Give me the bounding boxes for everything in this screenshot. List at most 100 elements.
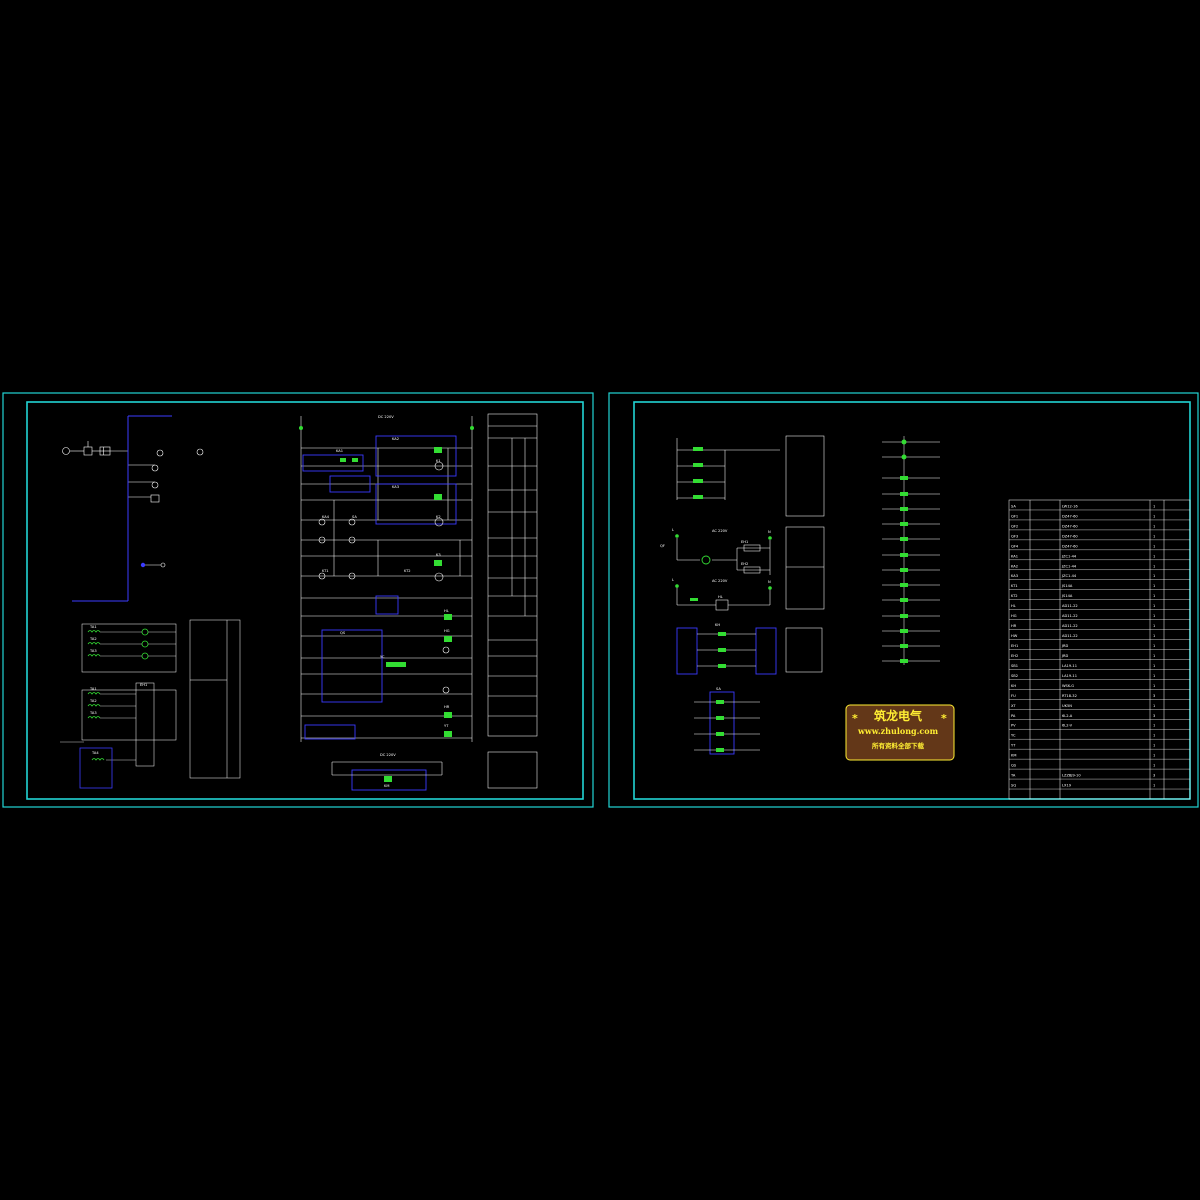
- misc-label: HG: [444, 629, 450, 633]
- bom-cell: KM: [1011, 754, 1016, 758]
- bom-cell: 6L2-V: [1062, 724, 1073, 728]
- circuit-function-table: [487, 413, 538, 789]
- heater-lamp: [701, 555, 711, 565]
- bom-cell: 1: [1153, 644, 1155, 648]
- bom-cell: PV: [1011, 724, 1016, 728]
- dc-positive-node: [299, 426, 303, 430]
- bom-cell: 1: [1153, 624, 1155, 628]
- bom-cell: 1: [1153, 654, 1155, 658]
- bom-cell: LZZBJ9-10: [1062, 774, 1081, 778]
- bom-cell: 1: [1153, 664, 1155, 668]
- bom-cell: AD11-22: [1062, 614, 1078, 618]
- bom-cell: TA: [1010, 774, 1016, 778]
- bom-cell: 1: [1153, 514, 1155, 518]
- bom-cell: 1: [1153, 554, 1155, 558]
- misc-label: HL: [444, 609, 449, 613]
- module-contacts: [716, 632, 726, 752]
- bom-cell: YT: [1011, 744, 1016, 748]
- relay-label: K3: [436, 553, 441, 557]
- bom-cell: JS14A: [1061, 594, 1073, 598]
- misc-label: YT: [444, 724, 449, 728]
- bom-cell: 3: [1153, 774, 1155, 778]
- ct-label: TA1: [89, 687, 97, 691]
- terminal-label: L: [672, 578, 674, 582]
- terminal-label: N: [768, 580, 771, 584]
- terminal-label: QF: [660, 544, 665, 548]
- bom-cell: KH: [1011, 684, 1016, 688]
- terminal-modules: [676, 627, 777, 755]
- bom-cell: 1: [1153, 544, 1155, 548]
- ground-node: [140, 562, 146, 568]
- bom-cell: HW: [1011, 634, 1018, 638]
- bom-cell: 1: [1153, 524, 1155, 528]
- dc-voltage-label-top: DC 220V: [378, 415, 394, 419]
- misc-label: EH1: [140, 683, 147, 687]
- ct-label: TA3: [89, 649, 97, 653]
- bom-cell: LA19-11: [1062, 674, 1077, 678]
- bom-cell: KA3: [1011, 574, 1018, 578]
- bom-cell: DZ47-60: [1062, 544, 1078, 548]
- bom-cell: 1: [1153, 594, 1155, 598]
- misc-label: KM: [384, 784, 389, 788]
- relay-label: KA2: [392, 437, 399, 441]
- bom-cell: 1: [1153, 734, 1155, 738]
- bom-cell: DZ47-60: [1062, 534, 1078, 538]
- bom-cell: SB1: [1011, 664, 1018, 668]
- ct-group-1: TA1 TA2 TA3: [81, 623, 177, 673]
- bom-cell: 1: [1153, 704, 1155, 708]
- bom-cell: SA: [1011, 504, 1016, 508]
- dc-negative-node: [470, 426, 474, 430]
- relay-label: K1: [436, 459, 441, 463]
- bom-cell: 1: [1153, 504, 1155, 508]
- bom-cell: DZ47-60: [1062, 524, 1078, 528]
- right-sheet: AC 220V AC 220V L N L N EH1 EH2 HL KH SA: [608, 392, 1199, 808]
- terminal-label: HL: [718, 595, 723, 599]
- bom-cell: AD11-22: [1062, 604, 1078, 608]
- left-sheet: TA1 TA2 TA3 TA1 TA2 TA3 TA4: [2, 392, 594, 808]
- bom-cell: EH1: [1011, 644, 1018, 648]
- relay-boxes: [302, 435, 457, 791]
- dc-voltage-label-bottom: DC 220V: [380, 753, 396, 757]
- bom-cell: 6L2-A: [1062, 714, 1073, 718]
- watermark-star-right: *: [941, 712, 947, 725]
- bom-cell: FU: [1011, 694, 1016, 698]
- terminal-column-contacts: [900, 439, 908, 663]
- relay-label: KA3: [392, 485, 399, 489]
- bom-cell: QF4: [1011, 544, 1019, 548]
- bom-cell: 1: [1153, 534, 1155, 538]
- bom-cell: KT2: [1011, 594, 1018, 598]
- bom-cell: EH2: [1011, 654, 1018, 658]
- right-sheet-outer-frame: [608, 392, 1199, 808]
- bom-cell: 1: [1153, 574, 1155, 578]
- module-wires: [694, 633, 760, 751]
- bom-cell: 1: [1153, 784, 1155, 788]
- bom-cell: KA2: [1011, 564, 1018, 568]
- misc-label: QS: [340, 631, 346, 635]
- bom-cell: QS: [1011, 764, 1017, 768]
- bom-cell: JZC1-44: [1061, 574, 1077, 578]
- bom-cell: 1: [1153, 584, 1155, 588]
- bom-cell: 3: [1153, 714, 1155, 718]
- bom-cell: QF2: [1011, 524, 1018, 528]
- green-components: [340, 447, 452, 782]
- relay-label: KA1: [336, 449, 343, 453]
- bom-cell: UK5N: [1062, 704, 1072, 708]
- bom-cell: KA1: [1011, 554, 1018, 558]
- ct-label: TA3: [89, 711, 97, 715]
- bom-cell: 1: [1153, 744, 1155, 748]
- dc-control-circuit: [300, 416, 473, 742]
- closing-circuit: [331, 761, 443, 776]
- bom-cell: HR: [1011, 624, 1017, 628]
- misc-label: SA: [352, 515, 357, 519]
- left-sheet-outer-frame: [2, 392, 594, 808]
- bom-cell: 1: [1153, 684, 1155, 688]
- indicator-lamps: [318, 461, 450, 694]
- ac-voltage-label-2: AC 220V: [712, 579, 728, 583]
- terminal-label: N: [768, 530, 771, 534]
- terminal-label: SA: [716, 687, 721, 691]
- ac-voltage-label-1: AC 220V: [712, 529, 728, 533]
- bom-cell: 1: [1153, 564, 1155, 568]
- bom-cell: KT1: [1011, 584, 1018, 588]
- watermark-subtitle: 所有资料全部下载: [872, 741, 925, 750]
